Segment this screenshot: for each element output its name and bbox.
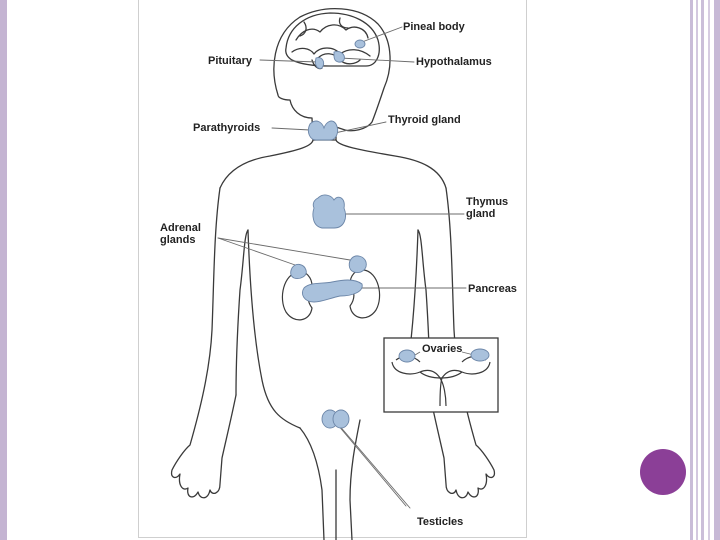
pancreas-gland (302, 279, 363, 303)
hypothalamus-gland (333, 51, 345, 63)
right-border-strip (696, 0, 698, 540)
neck-left (219, 139, 314, 189)
brain-outline (285, 12, 380, 67)
right-border-strip (701, 0, 704, 540)
torso-left (247, 229, 301, 429)
ovaries-inset (383, 337, 499, 413)
right-border-strip (714, 0, 720, 540)
label-testicles: Testicles (417, 516, 464, 528)
pituitary-gland (315, 57, 325, 69)
right-border-strip (690, 0, 693, 540)
left-arm (170, 187, 237, 499)
ovary-right (470, 348, 490, 362)
testicle-right (332, 409, 350, 429)
head-outline (273, 8, 391, 141)
ovary-left (398, 349, 416, 363)
label-hypothalamus: Hypothalamus (416, 56, 492, 68)
pineal-gland (354, 39, 366, 49)
label-pancreas: Pancreas (468, 283, 517, 295)
left-border-strip (0, 0, 7, 540)
diagram-frame (138, 0, 527, 538)
label-thymus-line1: Thymus (466, 196, 509, 208)
label-thymus-line2: gland (466, 208, 496, 220)
label-adrenal-line2: glands (160, 234, 196, 246)
adrenal-gland-left (290, 263, 307, 279)
right-border-strip (708, 0, 710, 540)
label-parathyroids: Parathyroids (193, 122, 261, 134)
label-pineal-body: Pineal body (403, 21, 465, 33)
neck-right (335, 139, 447, 189)
kidneys (281, 269, 381, 321)
label-ovaries: Ovaries (422, 343, 463, 355)
label-pituitary: Pituitary (208, 55, 253, 67)
adrenal-gland-right (348, 255, 367, 273)
thyroid-gland (307, 120, 339, 141)
label-adrenal-line1: Adrenal (160, 222, 201, 234)
thymus-gland (312, 194, 346, 229)
slide-bullet-dot (640, 449, 686, 495)
label-thyroid-gland: Thyroid gland (388, 114, 461, 126)
